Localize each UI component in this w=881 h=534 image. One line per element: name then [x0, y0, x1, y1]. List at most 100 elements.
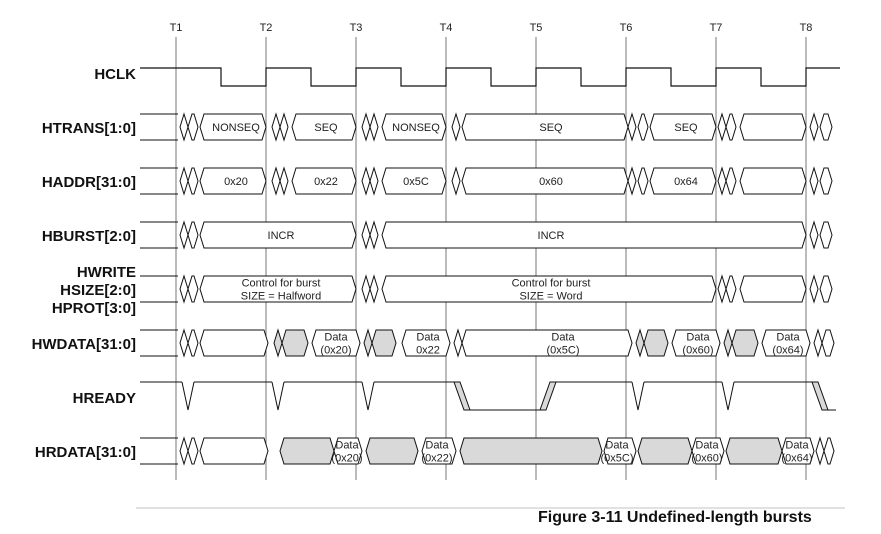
hburst-value: INCR: [538, 230, 565, 242]
signal-hclk-label: HCLK: [94, 66, 136, 83]
htrans-value-line: NONSEQ: [392, 122, 440, 134]
haddr-segment: [451, 166, 461, 196]
hwdata-value: Data(0x64): [772, 332, 803, 357]
hready-waveform: [631, 381, 639, 411]
control-value-line: Control for burst: [242, 278, 321, 290]
hburst-segment: [179, 220, 189, 250]
hrdata-value-line: (0x20): [331, 453, 362, 465]
hwdata-segment: [813, 328, 823, 358]
hburst-segment: [809, 220, 819, 250]
control-segment: [199, 275, 357, 303]
hrdata-value: Data(0x60): [691, 440, 722, 465]
haddr-value: 0x22: [314, 176, 338, 188]
haddr-segment: [187, 167, 199, 195]
haddr-value-line: 0x5C: [403, 176, 429, 188]
haddr-segment: [627, 166, 637, 196]
hready-fall: [811, 381, 829, 411]
hwdata-value: Data(0x60): [682, 332, 713, 357]
hready-waveform: [637, 381, 645, 411]
hwdata-value-line: (0x20): [320, 345, 351, 357]
control-segment: [809, 274, 819, 304]
hready-waveform: [367, 381, 375, 411]
hrdata-segment: [179, 436, 189, 466]
hrdata-segment: [421, 437, 457, 465]
tick-label-t7: T7: [710, 22, 723, 34]
signal-hrdata-label: HRDATA[31:0]: [35, 444, 136, 461]
signal-hwdata-label: HWDATA[31:0]: [32, 336, 136, 353]
htrans-value-line: SEQ: [539, 122, 563, 134]
htrans-segment: [179, 112, 189, 142]
hwdata-value-line: (0x64): [772, 345, 803, 357]
signal-haddr-label: HADDR[31:0]: [42, 174, 136, 191]
hwdata-segment: [453, 328, 463, 358]
haddr-segment: [717, 166, 727, 196]
hready-waveform: [277, 381, 285, 411]
control-segment: [369, 274, 379, 304]
hrdata-value-line: (0x60): [691, 453, 722, 465]
hwdata-value-line: (0x5C): [546, 345, 579, 357]
haddr-value-line: 0x60: [539, 176, 563, 188]
hburst-segment: [199, 221, 357, 249]
hburst-segment: [187, 221, 199, 249]
htrans-value: SEQ: [539, 122, 563, 134]
hrdata-value: Data(0x20): [331, 440, 362, 465]
hwdata-value-line: Data: [686, 332, 710, 344]
haddr-value: 0x20: [224, 176, 248, 188]
tick-label-t3: T3: [350, 22, 363, 34]
hburst-segment: [819, 221, 833, 249]
hwdata-value-line: Data: [551, 332, 575, 344]
hburst-value: INCR: [268, 230, 295, 242]
signal-hwrite-label: HWRITE: [77, 264, 136, 281]
hrdata-segment: [603, 437, 637, 465]
hburst-value-line: INCR: [268, 230, 295, 242]
hwdata-segment: [273, 328, 283, 358]
hwdata-value-line: Data: [324, 332, 348, 344]
control-segment: [725, 275, 737, 303]
hwdata-value-line: 0x22: [416, 345, 440, 357]
htrans-segment: [291, 113, 357, 141]
signal-hsize-label: HSIZE[2:0]: [60, 282, 136, 299]
hburst-segment: [369, 220, 379, 250]
hready-waveform: [187, 381, 195, 411]
hrdata-value-line: (0x5C): [600, 453, 633, 465]
control-segment: [361, 274, 371, 304]
tick-label-t8: T8: [800, 22, 813, 34]
tick-label-t2: T2: [260, 22, 273, 34]
hrdata-segment: [637, 437, 693, 465]
hready-waveform: [721, 381, 729, 411]
haddr-segment: [819, 167, 833, 195]
hwdata-value-line: (0x60): [682, 345, 713, 357]
hwdata-value-line: Data: [416, 332, 440, 344]
hrdata-segment: [279, 437, 335, 465]
hwdata-segment: [731, 329, 759, 357]
haddr-segment: [637, 167, 649, 195]
hwdata-value: Data(0x5C): [546, 332, 579, 357]
haddr-segment: [725, 167, 737, 195]
hready-rise: [539, 381, 557, 411]
hwdata-segment: [311, 329, 361, 357]
hwdata-segment: [179, 328, 189, 358]
hwdata-segment: [821, 329, 835, 357]
htrans-segment: [809, 112, 819, 142]
hrdata-segment: [365, 437, 419, 465]
htrans-segment: [725, 113, 737, 141]
htrans-value-line: SEQ: [674, 122, 698, 134]
haddr-segment: [291, 167, 357, 195]
hwdata-segment: [401, 329, 451, 357]
signal-hready-label: HREADY: [73, 390, 136, 407]
htrans-segment: [717, 112, 727, 142]
haddr-segment: [809, 166, 819, 196]
hwdata-segment: [761, 329, 811, 357]
htrans-segment: [187, 113, 199, 141]
htrans-value: SEQ: [674, 122, 698, 134]
hwdata-segment: [461, 329, 633, 357]
hrdata-segment: [187, 437, 199, 465]
control-segment: [381, 275, 717, 303]
waveforms: [140, 67, 840, 466]
htrans-segment: [637, 113, 649, 141]
htrans-segment: [199, 113, 267, 141]
hrdata-value: Data(0x22): [421, 440, 452, 465]
